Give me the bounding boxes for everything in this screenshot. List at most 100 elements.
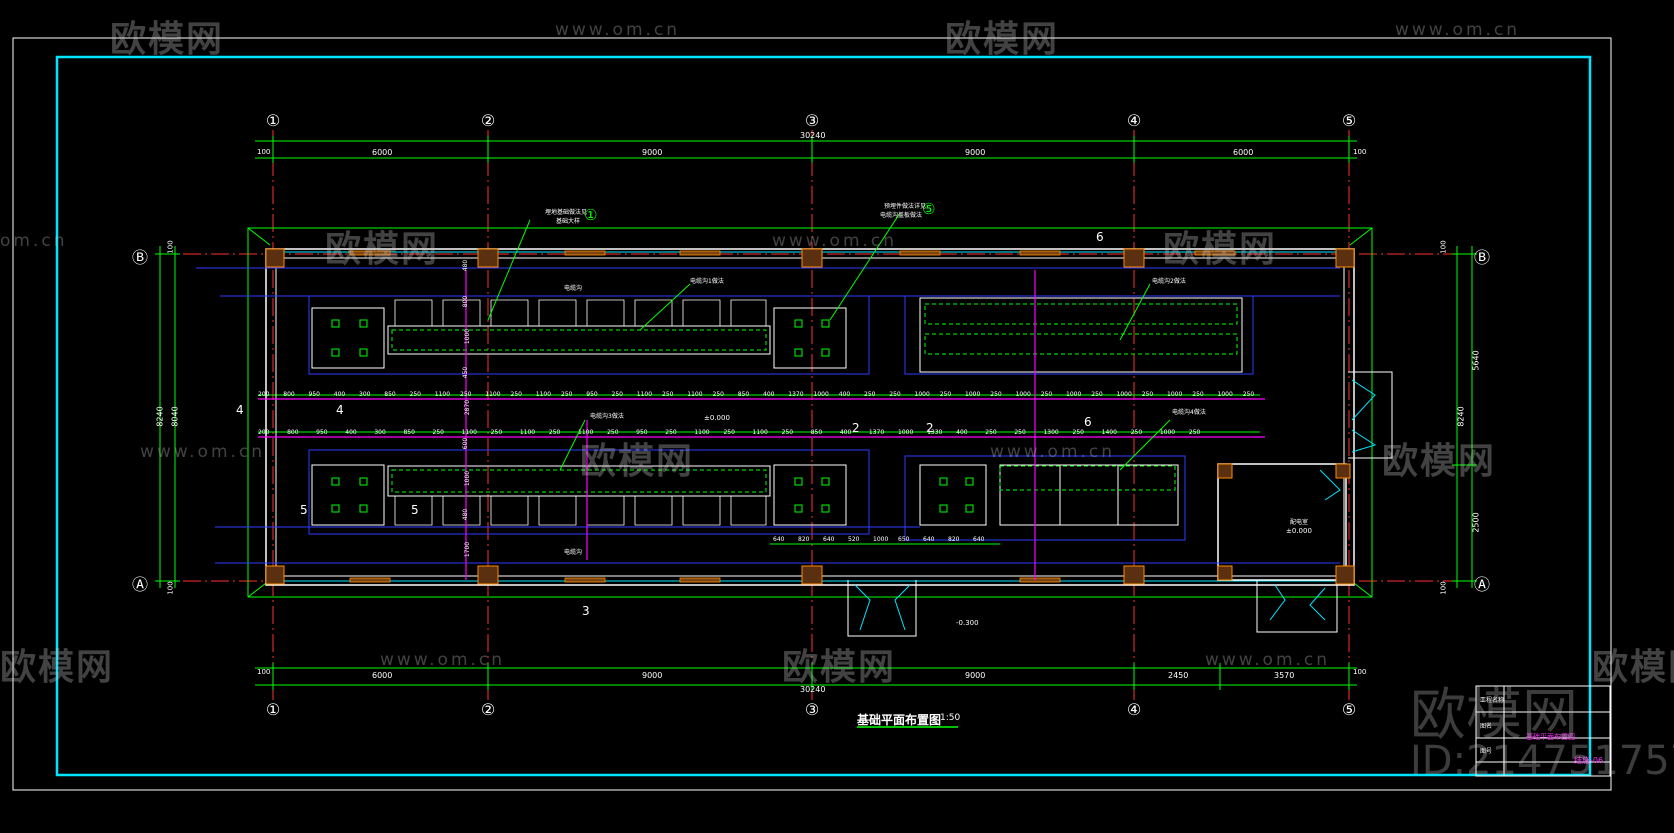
dim-bottom-seg-3: 9000	[965, 671, 986, 680]
dim-value-vertical: 1000	[464, 328, 472, 345]
title-block-frame	[1475, 685, 1611, 777]
anchor-points	[331, 319, 974, 513]
axis-bubble-3-top: ③	[804, 111, 820, 130]
dim-top-total: 30240	[800, 131, 826, 140]
dim-right-total: 8240	[1456, 406, 1466, 427]
callout-5: ⑤	[922, 200, 936, 218]
dim-value: 800	[283, 391, 295, 398]
dim-value: 1000	[914, 391, 930, 398]
dim-value: 1100	[687, 391, 703, 398]
dim-value: 250	[1192, 391, 1204, 398]
watermark-url: www.om.cn	[140, 442, 266, 462]
dim-bottom-seg-0: 100	[257, 668, 271, 676]
dim-value: 300	[374, 429, 386, 436]
dim-value: 1300	[1043, 429, 1059, 436]
dim-value-vertical: 2870	[464, 400, 472, 416]
dim-bottom-seg-1: 6000	[372, 671, 393, 680]
trench-note-2: 电缆沟2做法	[1152, 278, 1186, 285]
axis-bubble-4-bottom: ④	[1126, 700, 1142, 719]
dim-value: 250	[548, 429, 561, 436]
room-label-side: 配电室	[1290, 519, 1309, 526]
dim-value: 250	[1040, 391, 1053, 398]
title-block-sheet-no: 结施-06	[1574, 756, 1604, 765]
dim-value: 1100	[636, 391, 653, 398]
dim-value: 250	[561, 391, 573, 398]
dim-value: 250	[607, 429, 619, 436]
dim-value: 1370	[788, 391, 804, 398]
dim-value: 1100	[434, 391, 451, 398]
dim-top-seg-3: 9000	[965, 148, 986, 157]
dim-bottom-seg-5: 3570	[1274, 671, 1295, 680]
dim-value: 250	[662, 391, 674, 398]
section-mark-4-left: 4	[236, 403, 244, 417]
room-label-upper: 电缆沟	[564, 285, 583, 292]
dim-value: 250	[985, 429, 997, 436]
dim-right-lower: 2500	[1471, 512, 1481, 533]
watermark-logo: 欧模网	[110, 19, 225, 60]
dim-value-vertical: 480	[462, 508, 470, 521]
watermark-logo: 欧模网	[782, 647, 897, 688]
title-block-row-1: 工程名称	[1480, 697, 1505, 704]
dim-value: 250	[712, 391, 724, 398]
drawing-title: 基础平面布置图	[857, 713, 942, 727]
dim-value: 950	[586, 391, 598, 398]
dim-value: 1100	[485, 391, 501, 398]
axis-bubble-a-left: Ⓐ	[132, 575, 149, 594]
dim-value: 1100	[535, 391, 552, 398]
dim-value: 1000	[813, 391, 829, 398]
dim-left-edge-top: 100	[166, 240, 175, 254]
dim-right-upper: 5640	[1471, 350, 1481, 371]
dim-value-vertical: 1700	[464, 542, 472, 558]
dim-left-total: 8240	[155, 406, 165, 427]
section-mark-2-right: 2	[926, 421, 934, 435]
dim-value-vertical: 480	[462, 259, 470, 272]
dim-value: 850	[384, 391, 396, 398]
dim-top-seg-4: 6000	[1233, 148, 1254, 157]
axis-bubble-3-bottom: ③	[804, 700, 820, 719]
dim-value: 1370	[868, 429, 885, 436]
axis-bubble-5-bottom: ⑤	[1341, 700, 1357, 719]
axis-bubble-5-top: ⑤	[1341, 111, 1357, 130]
dim-value: 300	[359, 391, 371, 398]
dim-value: 820	[798, 536, 810, 543]
dim-value: 1000	[873, 536, 889, 543]
dim-value: 200	[258, 429, 270, 436]
section-mark-6-top: 6	[1096, 230, 1104, 244]
dim-value: 850	[737, 391, 750, 398]
dim-bottom-seg-2: 9000	[642, 671, 663, 680]
dim-value: 200	[258, 391, 270, 398]
section-mark-5-inner: 5	[411, 503, 419, 517]
watermark-url-short: om.cn	[0, 231, 68, 251]
watermark-url: www.om.cn	[1395, 20, 1521, 40]
watermark-url: www.om.cn	[555, 20, 681, 40]
dim-value: 250	[460, 391, 472, 398]
trench-note-1: 电缆沟1做法	[690, 278, 724, 285]
dim-value-vertical: 1000	[464, 471, 472, 487]
watermark-url: www.om.cn	[1205, 650, 1331, 670]
dim-value: 640	[823, 536, 835, 543]
dim-top-seg-0: 100	[257, 148, 271, 156]
section-mark-2-left: 2	[852, 421, 860, 435]
dim-value: 1000	[1015, 391, 1031, 398]
dim-value: 250	[432, 429, 444, 436]
dim-value: 640	[923, 536, 935, 543]
dim-value: 250	[990, 391, 1002, 398]
dim-value: 1100	[578, 429, 594, 436]
dim-value: 1330	[927, 429, 943, 436]
dim-top-seg-1: 6000	[372, 148, 393, 157]
title-block-row-2: 图名	[1480, 723, 1493, 730]
dim-left-inner: 8040	[170, 406, 180, 427]
dim-value: 250	[1072, 429, 1084, 436]
dim-value: 950	[316, 429, 328, 436]
dim-bottom-total: 30240	[800, 685, 826, 694]
dim-value: 820	[948, 536, 960, 543]
callout-1: ①	[584, 206, 598, 224]
axis-bubble-b-right: Ⓑ	[1474, 248, 1491, 267]
dim-value: 1000	[965, 391, 981, 398]
watermark-logo: 欧模网	[945, 19, 1060, 60]
dim-top-seg-2: 9000	[642, 148, 663, 157]
section-mark-5-left: 5	[300, 503, 308, 517]
elevation-outside: -0.300	[956, 619, 979, 627]
dim-value: 250	[864, 391, 876, 398]
section-mark-4-inner: 4	[336, 403, 344, 417]
